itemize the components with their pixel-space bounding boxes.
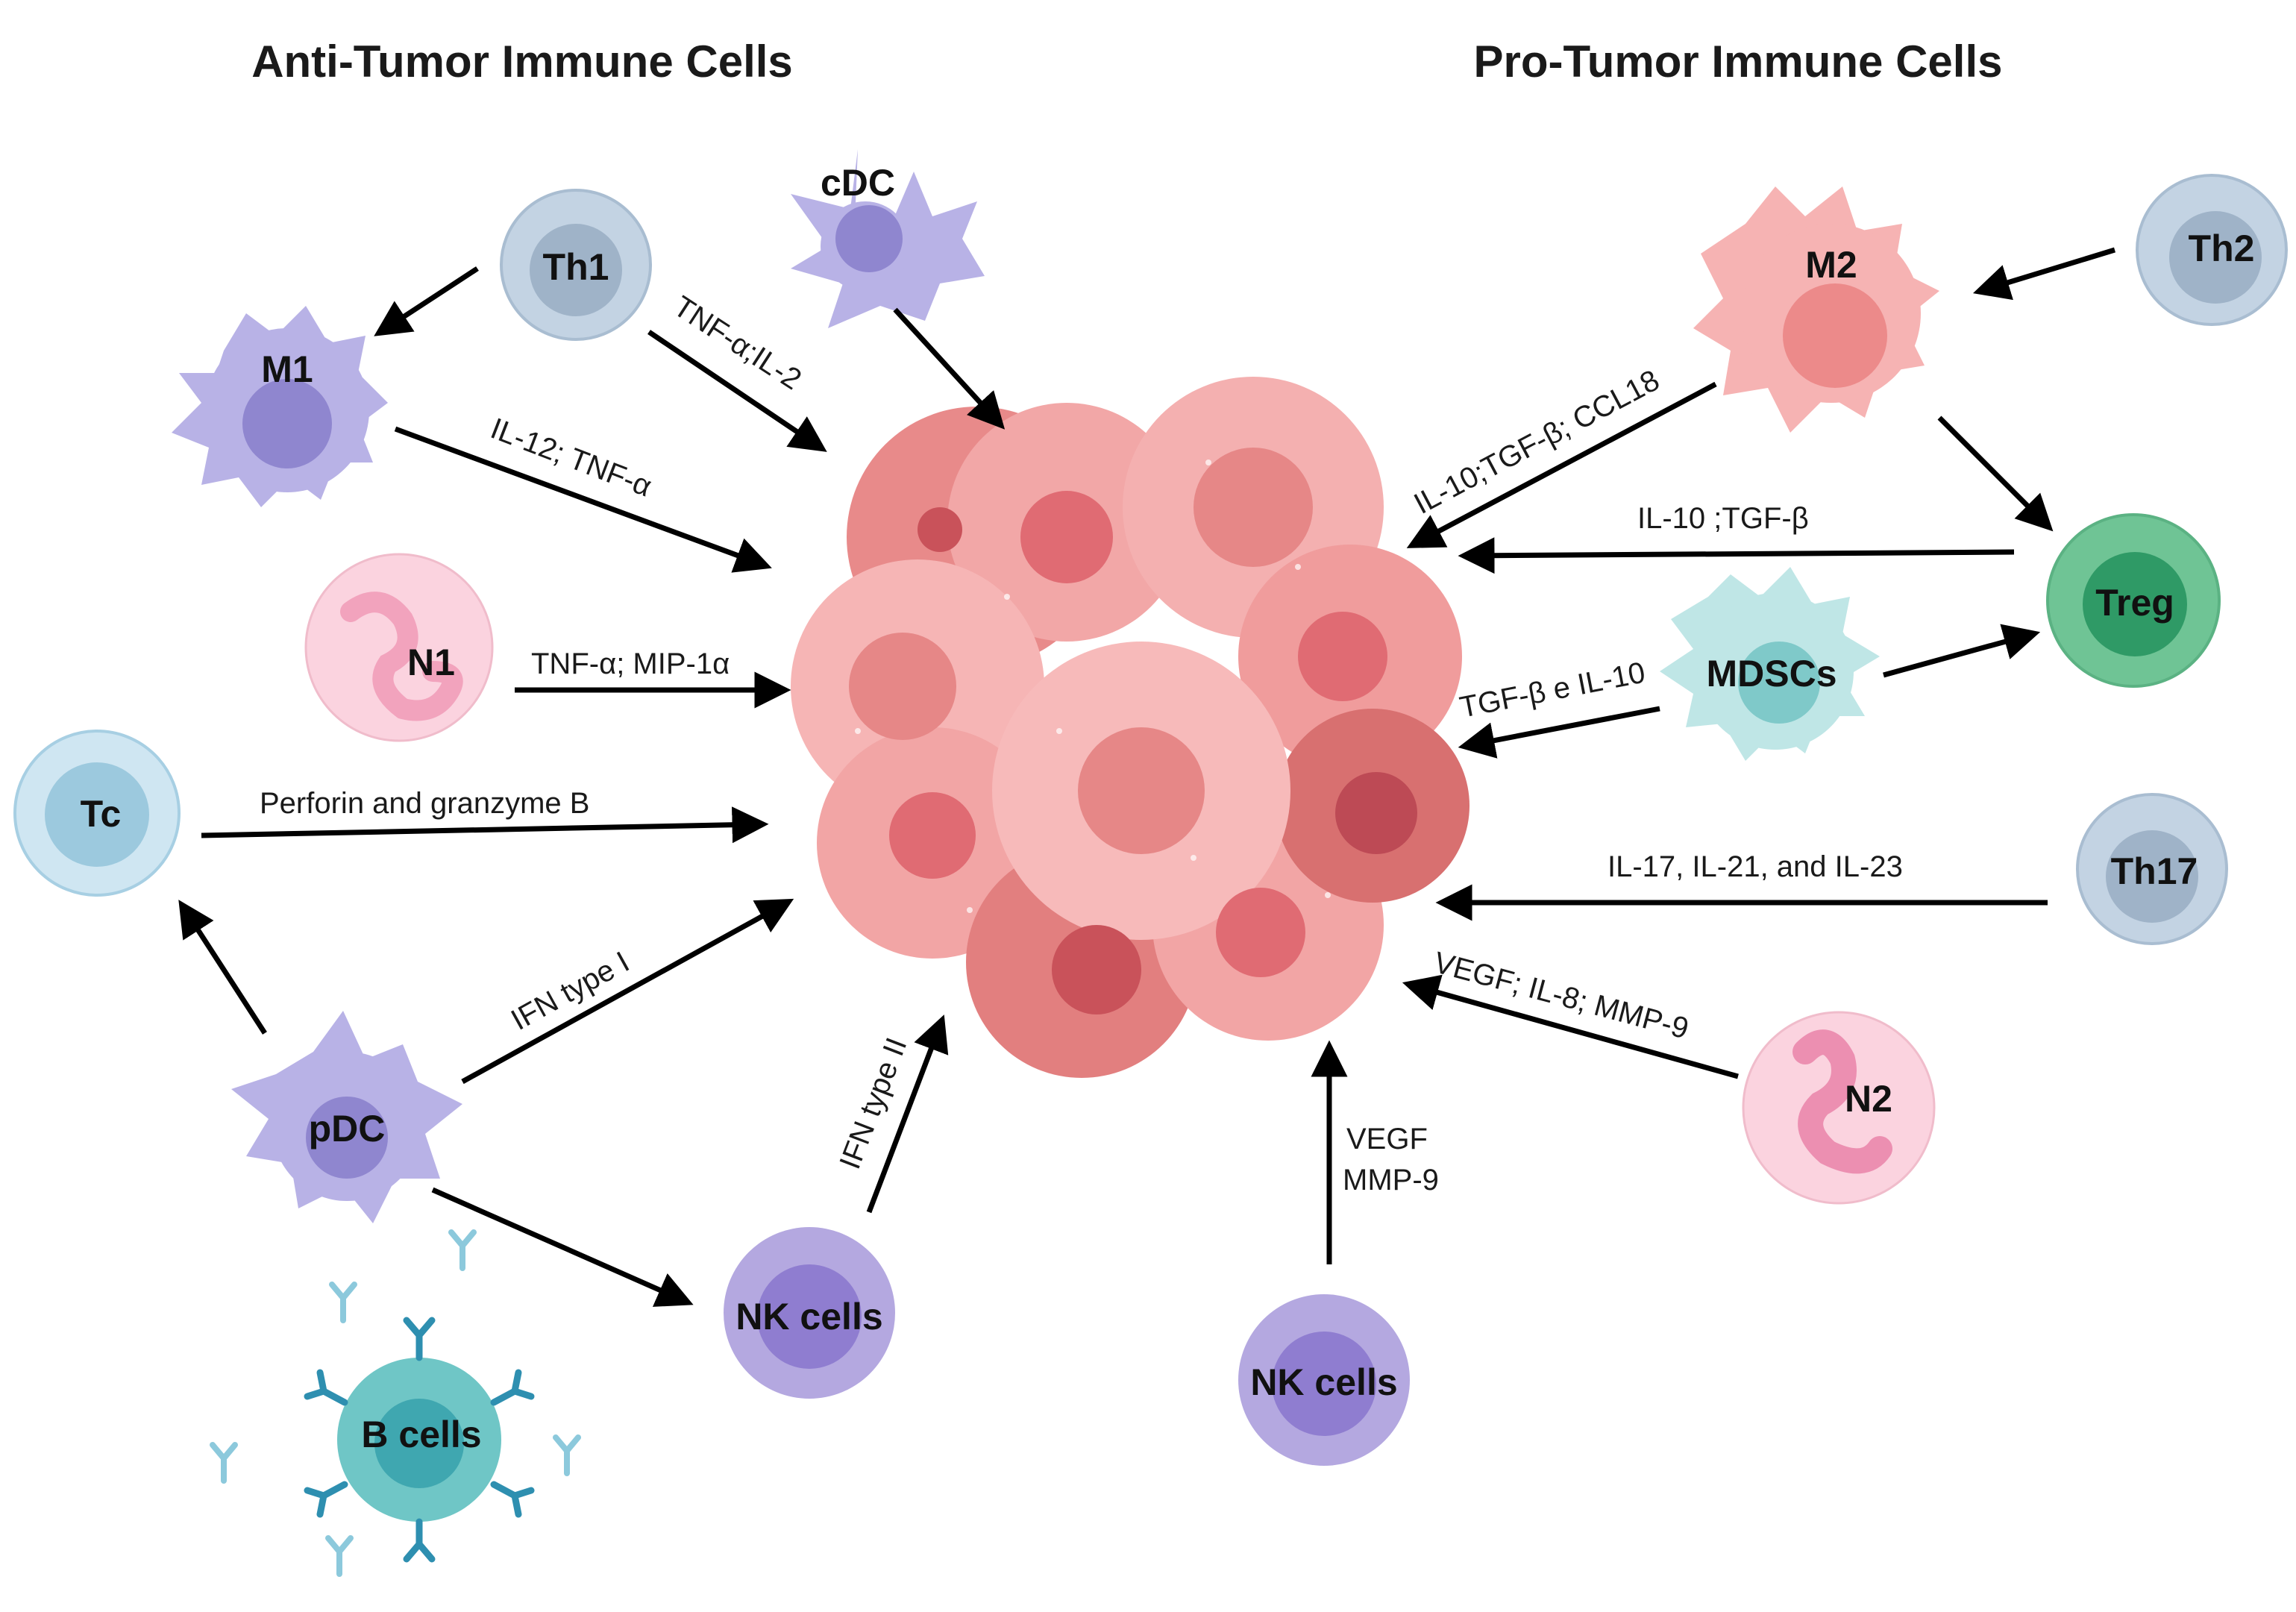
label-nk-tumor: IFN type II [833,1033,913,1173]
arrow-m2-tumor [1406,381,1717,548]
arrow-tc-tumor [201,806,769,844]
n1-label: N1 [407,642,455,683]
n1-cell: N1 [304,553,494,742]
arrow-mdscs-treg [1883,624,2041,678]
anti-tumor-heading: Anti-Tumor Immune Cells [251,37,793,87]
tumor-mass [791,377,1469,1078]
arrow-nk-tumor [866,1014,949,1214]
m2-cell: M2 [1693,186,1939,433]
arrow-m1-tumor [394,426,772,573]
free-antibody-icon [210,1229,581,1577]
nk-cells-bottom-label: NK cells [1250,1361,1397,1403]
treg-label: Treg [2095,582,2174,624]
arrow-pdc-nk [431,1187,694,1307]
cdc-label: cDC [821,162,895,204]
arrow-th1-m1 [374,266,479,336]
arrow-m2-treg [1937,415,2054,532]
th2-cell: Th2 [2136,174,2288,326]
nk-cells-left-label: NK cells [735,1296,882,1337]
cdc-cell: cDC [791,149,985,328]
label-m1-tumor: IL-12; TNF-α [486,412,656,503]
label-th1-tumor: TNF-α;IL-2 [668,290,807,397]
b-cells: B cells [210,1229,581,1577]
th1-cell: Th1 [500,189,652,341]
label-treg-tumor: IL-10 ;TGF-β [1637,502,1809,535]
antibody-icon [304,1317,535,1563]
b-cells-label: B cells [361,1414,481,1455]
pdc-cell: pDC [231,1011,462,1223]
pro-tumor-heading: Pro-Tumor Immune Cells [1474,37,2003,87]
label-nkb-tumor-mmp9: MMP-9 [1343,1164,1439,1197]
m1-label: M1 [261,348,313,390]
arrow-th2-m2 [1972,247,2116,301]
mdscs-label: MDSCs [1706,653,1837,694]
th1-label: Th1 [543,246,609,288]
nk-cells-bottom: NK cells [1238,1294,1410,1466]
m1-cell: M1 [172,306,388,507]
arrow-pdc-tc [178,900,267,1035]
label-th17-tumor: IL-17, IL-21, and IL-23 [1607,850,1903,883]
n2-label: N2 [1845,1078,1892,1120]
arrow-cdc-tumor [893,307,1006,430]
nk-cells-left: NK cells [724,1227,895,1399]
label-nkb-tumor-vegf: VEGF [1346,1123,1428,1155]
treg-cell: Treg [2046,513,2221,688]
label-tc-tumor: Perforin and granzyme B [260,787,589,820]
tc-cell: Tc [13,730,181,897]
mdscs-cell: MDSCs [1660,567,1880,761]
arrow-mdscs-tumor [1458,706,1660,759]
tc-label: Tc [81,793,122,835]
n2-cell: N2 [1742,1011,1936,1205]
label-m2-tumor: IL-10;TGF-β; CCL18 [1409,364,1665,521]
th17-label: Th17 [2111,850,2198,892]
m2-label: M2 [1805,244,1857,286]
label-n2-tumor: VEGF; IL-8; MMP-9 [1431,946,1693,1045]
arrow-treg-tumor [1458,537,2015,574]
th17-cell: Th17 [2076,793,2228,945]
arrow-pdc-tumor [461,898,794,1085]
label-n1-tumor: TNF-α; MIP-1α [531,647,730,680]
arrow-n2-tumor [1402,974,1739,1079]
arrow-th1-tumor [647,330,827,452]
pdc-label: pDC [309,1108,386,1150]
th2-label: Th2 [2189,228,2255,269]
